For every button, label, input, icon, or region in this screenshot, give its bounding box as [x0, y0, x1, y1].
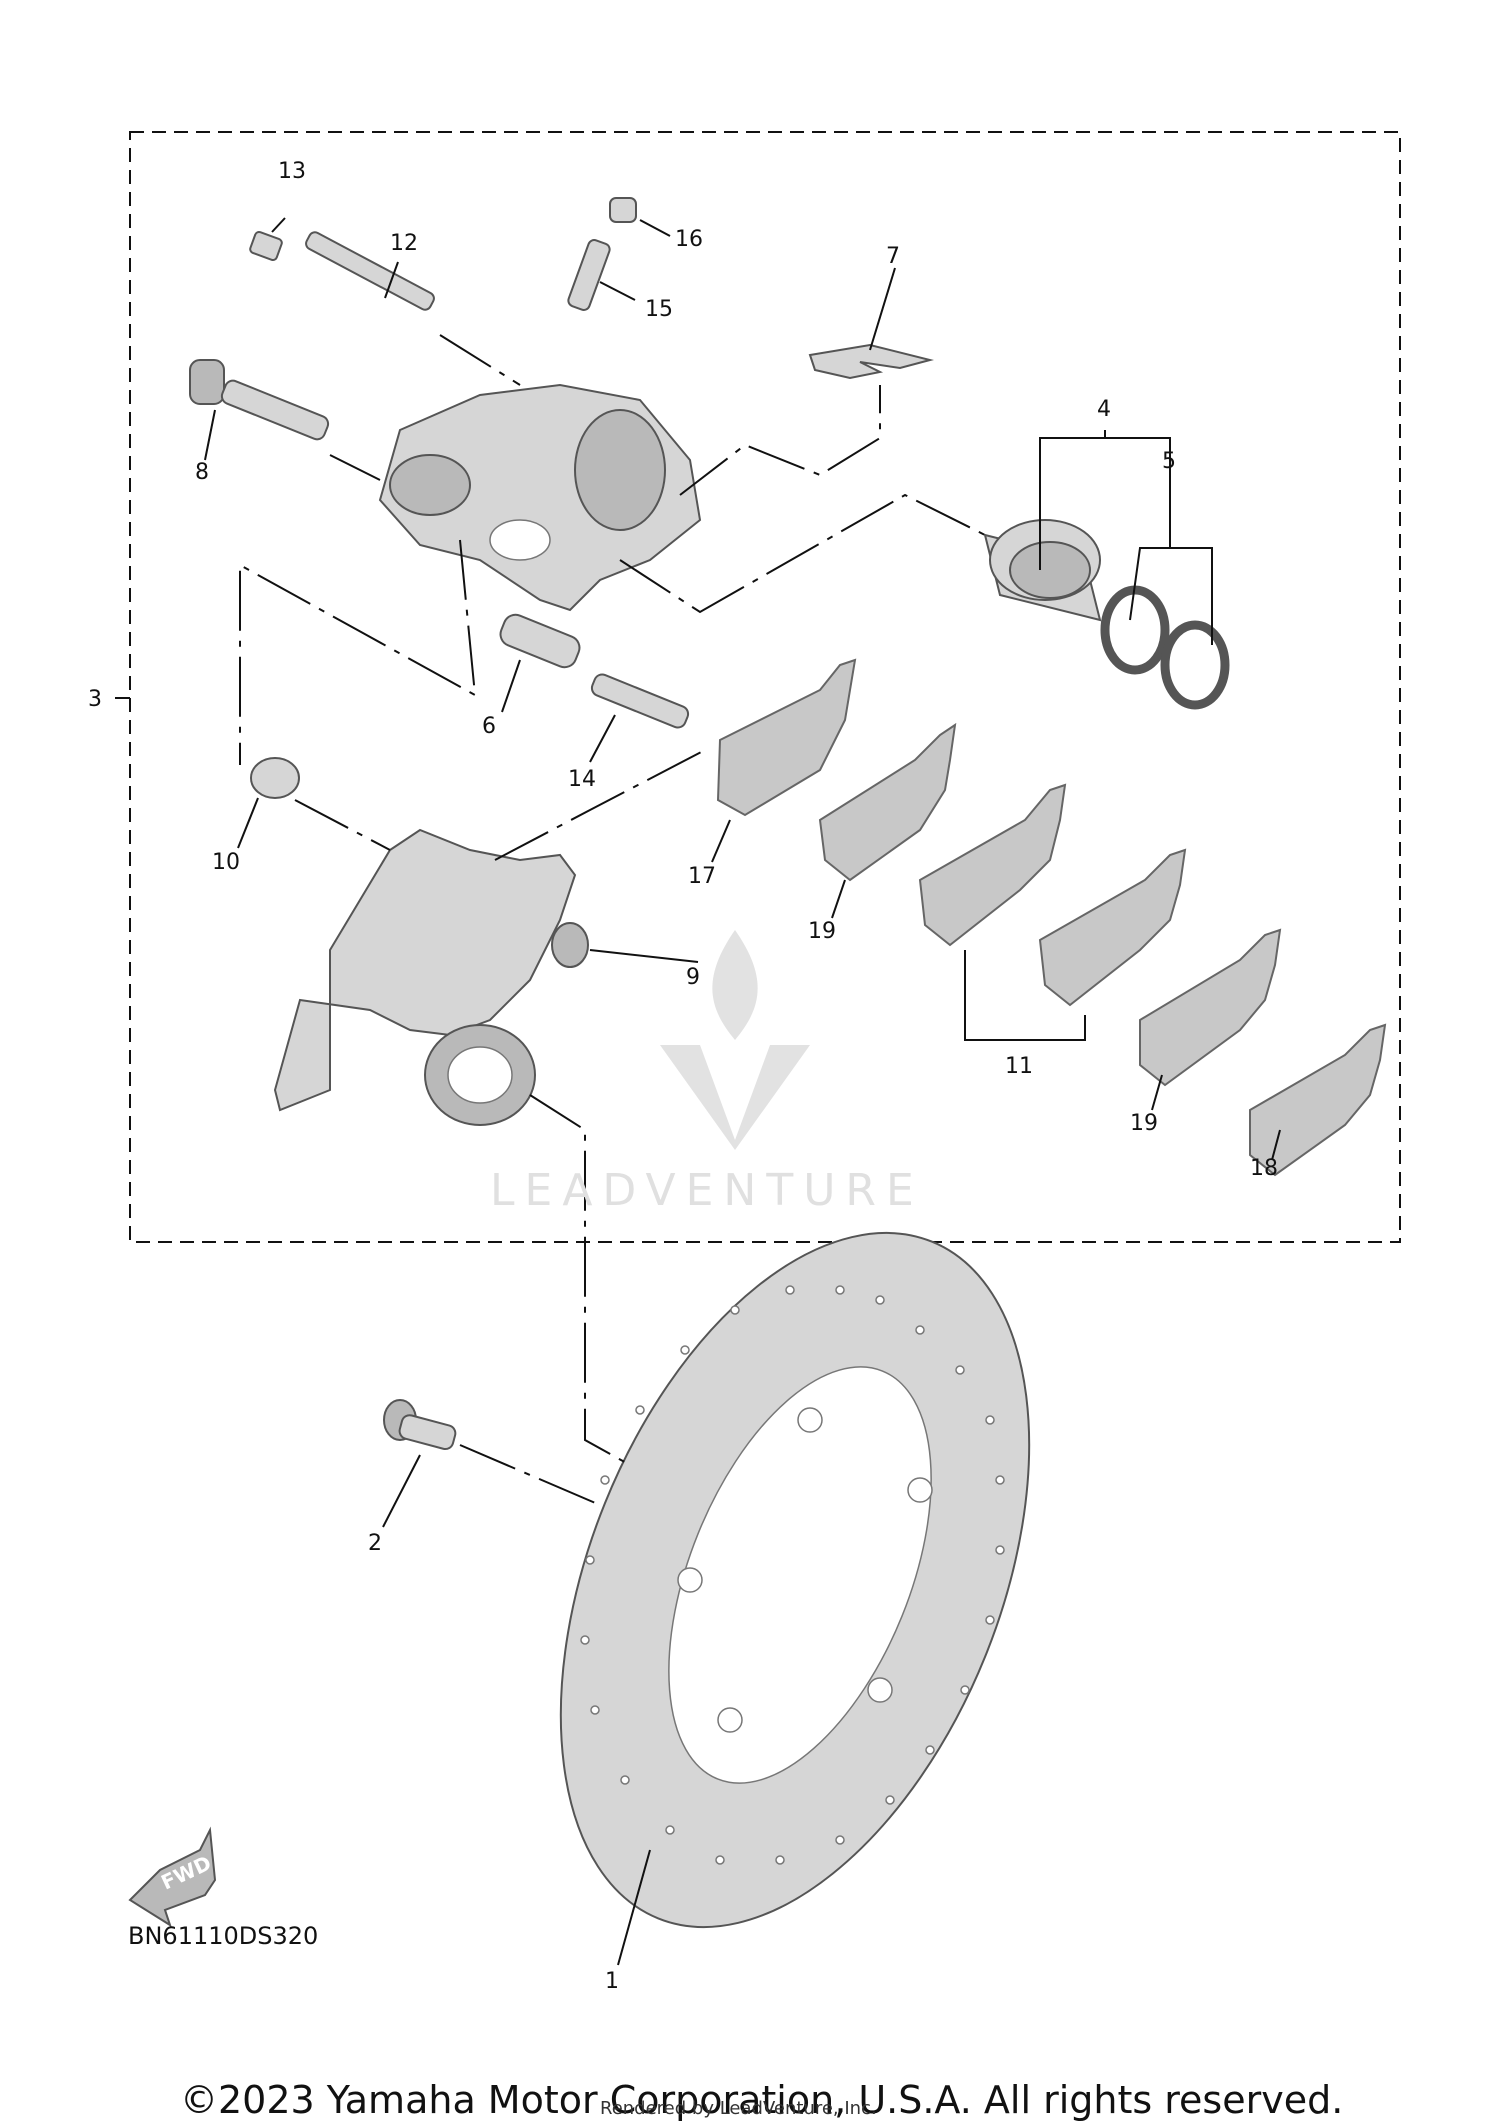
watermark-text: LEADVENTURE [490, 1165, 924, 1216]
part-5-seals [1100, 585, 1230, 710]
callout-8: 8 [195, 460, 209, 485]
part-19-shim-a [818, 722, 957, 882]
callout-11: 11 [1005, 1054, 1033, 1079]
callout-13: 13 [278, 159, 306, 184]
callout-4: 4 [1097, 397, 1111, 422]
leadventure-watermark-logo [660, 930, 810, 1150]
callout-18: 18 [1250, 1156, 1278, 1181]
part-2-bolt [383, 1399, 457, 1451]
copyright-notice: ©2023 Yamaha Motor Corporation, U.S.A. A… [180, 2078, 1344, 2122]
callout-17: 17 [688, 864, 716, 889]
callout-6: 6 [482, 714, 496, 739]
fwd-arrow-icon [128, 1826, 217, 1928]
rendered-by-notice: Rendered by LeadVenture, Inc. [600, 2098, 877, 2119]
part-6 [499, 613, 581, 669]
part-4-piston [983, 519, 1102, 622]
disc-mount-holes [677, 1407, 933, 1733]
callout-10: 10 [212, 850, 240, 875]
callout-9: 9 [686, 965, 700, 990]
leader-lines [204, 217, 1281, 1966]
part-8 [189, 359, 330, 441]
part-11-pad-a [918, 783, 1067, 947]
callout-5: 5 [1162, 449, 1176, 474]
callout-19b: 19 [1130, 1111, 1158, 1136]
callout-16: 16 [675, 227, 703, 252]
part-11-pad-b [1038, 848, 1187, 1007]
callout-3: 3 [88, 687, 102, 712]
callout-15: 15 [645, 297, 673, 322]
callout-1: 1 [605, 1969, 619, 1994]
part-14 [590, 673, 690, 729]
assembly-connector-lines [239, 334, 986, 1506]
part-9-bracket [273, 828, 589, 1126]
callout-12: 12 [390, 231, 418, 256]
caliper-body [378, 383, 702, 612]
callout-14: 14 [568, 767, 596, 792]
diagram-code: BN61110DS320 [128, 1922, 319, 1950]
part-12 [305, 231, 435, 311]
part-13 [249, 231, 283, 261]
assembly-boundary [129, 131, 1401, 1243]
part-7 [808, 343, 934, 380]
callout-2: 2 [368, 1531, 382, 1556]
callout-19a: 19 [808, 919, 836, 944]
part-15 [567, 239, 611, 311]
part-16 [609, 197, 637, 223]
part-18-pad [1249, 1023, 1387, 1177]
disc-drill-holes [580, 1285, 1005, 1865]
part-1-brake-disc [559, 1231, 1031, 1929]
callout-7: 7 [886, 244, 900, 269]
part-19-shim-b [1139, 928, 1282, 1087]
part-17-pad [716, 658, 857, 817]
part-10 [250, 757, 300, 799]
